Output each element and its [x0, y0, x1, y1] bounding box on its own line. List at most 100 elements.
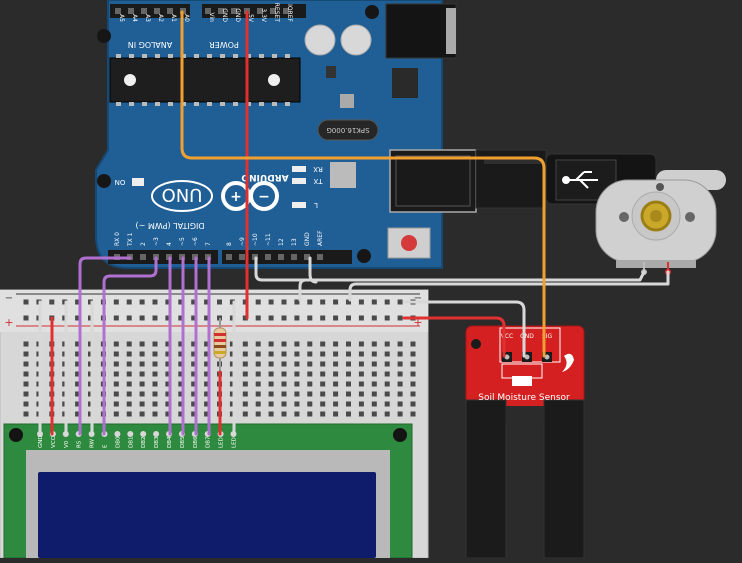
breadboard-hole[interactable] — [178, 341, 184, 347]
breadboard-hole[interactable] — [371, 371, 377, 377]
breadboard-hole[interactable] — [126, 341, 132, 347]
breadboard-hole[interactable] — [113, 341, 119, 347]
reset-button-cap[interactable] — [401, 235, 417, 251]
breadboard-hole[interactable] — [152, 371, 158, 377]
breadboard-hole[interactable] — [242, 371, 248, 377]
breadboard-hole[interactable] — [384, 411, 390, 417]
breadboard-hole[interactable] — [294, 411, 300, 417]
breadboard-hole[interactable] — [307, 299, 313, 305]
breadboard-hole[interactable] — [255, 361, 261, 367]
breadboard-hole[interactable] — [333, 299, 339, 305]
breadboard-hole[interactable] — [75, 371, 81, 377]
breadboard-hole[interactable] — [307, 371, 313, 377]
breadboard-hole[interactable] — [139, 401, 145, 407]
breadboard-hole[interactable] — [242, 341, 248, 347]
breadboard-hole[interactable] — [126, 351, 132, 357]
breadboard-hole[interactable] — [294, 361, 300, 367]
digital-pin[interactable] — [226, 254, 232, 260]
lcd-pin[interactable] — [114, 431, 121, 437]
breadboard-hole[interactable] — [384, 401, 390, 407]
breadboard-hole[interactable] — [384, 371, 390, 377]
breadboard-hole[interactable] — [333, 371, 339, 377]
breadboard-hole[interactable] — [397, 315, 403, 321]
breadboard-hole[interactable] — [268, 315, 274, 321]
breadboard-hole[interactable] — [320, 391, 326, 397]
digital-pin[interactable] — [265, 254, 271, 260]
breadboard-hole[interactable] — [384, 351, 390, 357]
breadboard-hole[interactable] — [113, 381, 119, 387]
breadboard-hole[interactable] — [307, 381, 313, 387]
breadboard-hole[interactable] — [242, 381, 248, 387]
breadboard-hole[interactable] — [178, 351, 184, 357]
breadboard-hole[interactable] — [268, 351, 274, 357]
digital-pin[interactable] — [239, 254, 245, 260]
breadboard-hole[interactable] — [229, 299, 235, 305]
breadboard-hole[interactable] — [229, 371, 235, 377]
breadboard-hole[interactable] — [204, 315, 210, 321]
lcd-pin[interactable] — [153, 431, 160, 437]
resistor[interactable] — [213, 318, 227, 372]
breadboard-hole[interactable] — [139, 299, 145, 305]
breadboard-hole[interactable] — [126, 371, 132, 377]
breadboard-hole[interactable] — [320, 381, 326, 387]
breadboard-hole[interactable] — [371, 401, 377, 407]
breadboard-hole[interactable] — [294, 351, 300, 357]
breadboard-hole[interactable] — [191, 341, 197, 347]
breadboard-hole[interactable] — [75, 315, 81, 321]
breadboard-hole[interactable] — [229, 391, 235, 397]
breadboard-hole[interactable] — [229, 381, 235, 387]
breadboard-hole[interactable] — [191, 315, 197, 321]
breadboard-hole[interactable] — [191, 411, 197, 417]
breadboard-hole[interactable] — [152, 315, 158, 321]
analog-pin[interactable] — [154, 8, 160, 14]
breadboard-hole[interactable] — [281, 391, 287, 397]
breadboard-hole[interactable] — [268, 299, 274, 305]
power-pin[interactable] — [283, 8, 289, 14]
breadboard-hole[interactable] — [152, 361, 158, 367]
breadboard-hole[interactable] — [268, 341, 274, 347]
power-pin[interactable] — [205, 8, 211, 14]
breadboard-hole[interactable] — [113, 371, 119, 377]
breadboard-hole[interactable] — [371, 299, 377, 305]
breadboard-hole[interactable] — [204, 401, 210, 407]
breadboard-hole[interactable] — [152, 411, 158, 417]
digital-pin[interactable] — [291, 254, 297, 260]
breadboard-hole[interactable] — [333, 351, 339, 357]
breadboard-hole[interactable] — [23, 341, 29, 347]
breadboard-hole[interactable] — [307, 361, 313, 367]
breadboard-hole[interactable] — [139, 361, 145, 367]
breadboard-hole[interactable] — [333, 401, 339, 407]
breadboard-hole[interactable] — [165, 371, 171, 377]
breadboard-hole[interactable] — [23, 391, 29, 397]
breadboard-hole[interactable] — [384, 381, 390, 387]
breadboard-hole[interactable] — [23, 299, 29, 305]
breadboard-hole[interactable] — [217, 299, 222, 305]
breadboard-hole[interactable] — [320, 351, 326, 357]
breadboard-hole[interactable] — [191, 351, 197, 357]
breadboard-hole[interactable] — [126, 401, 132, 407]
breadboard-hole[interactable] — [139, 341, 145, 347]
breadboard-hole[interactable] — [346, 381, 351, 387]
analog-pin[interactable] — [141, 8, 147, 14]
breadboard-hole[interactable] — [320, 315, 326, 321]
breadboard-hole[interactable] — [307, 351, 313, 357]
breadboard-hole[interactable] — [384, 315, 390, 321]
breadboard-hole[interactable] — [371, 411, 377, 417]
breadboard-hole[interactable] — [333, 391, 339, 397]
breadboard-hole[interactable] — [191, 361, 197, 367]
breadboard-hole[interactable] — [346, 401, 351, 407]
breadboard-hole[interactable] — [113, 411, 119, 417]
breadboard-hole[interactable] — [281, 315, 287, 321]
breadboard-hole[interactable] — [139, 381, 145, 387]
breadboard-hole[interactable] — [229, 411, 235, 417]
breadboard-hole[interactable] — [320, 299, 326, 305]
breadboard-hole[interactable] — [165, 381, 171, 387]
breadboard-hole[interactable] — [320, 361, 326, 367]
sensor-pin-contact[interactable] — [544, 354, 550, 360]
breadboard-hole[interactable] — [178, 401, 184, 407]
breadboard-hole[interactable] — [242, 391, 248, 397]
breadboard-hole[interactable] — [113, 361, 119, 367]
breadboard-hole[interactable] — [178, 361, 184, 367]
breadboard-hole[interactable] — [152, 351, 158, 357]
